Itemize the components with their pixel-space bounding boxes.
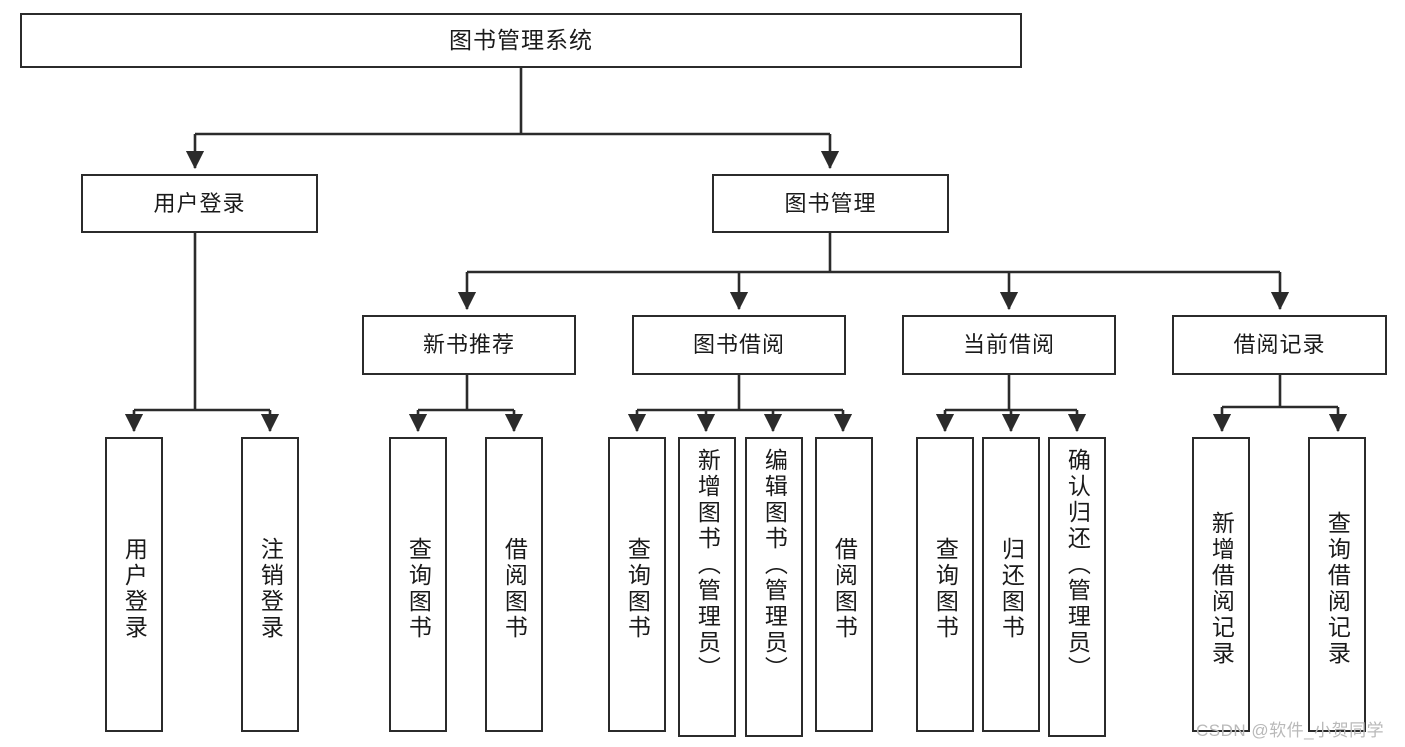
node-label: 新增借阅记录 <box>1208 511 1235 667</box>
node-label: 用户登录 <box>121 537 148 641</box>
watermark-text: CSDN @软件_小贺同学 <box>1196 721 1385 740</box>
node-label: 查询借阅记录 <box>1324 511 1351 667</box>
node-label: 查询图书 <box>405 537 432 641</box>
leaf-book-borrow-query-books[interactable]: 查询图书 <box>608 437 666 732</box>
leaf-new-book-query-books[interactable]: 查询图书 <box>389 437 447 732</box>
node-label: 查询图书 <box>932 537 959 641</box>
node-label: 归还图书 <box>998 537 1025 641</box>
node-label: 查询图书 <box>624 537 651 641</box>
node-borrow-record[interactable]: 借阅记录 <box>1172 315 1387 375</box>
node-label: 新书推荐 <box>422 332 515 357</box>
leaf-book-borrow-borrow-books[interactable]: 借阅图书 <box>815 437 873 732</box>
leaf-book-borrow-add-book-admin[interactable]: 新增图书（管理员） <box>678 437 736 737</box>
node-label: 图书管理系统 <box>449 27 593 53</box>
node-label: 借阅图书 <box>501 537 528 641</box>
node-label: 用户登录 <box>153 190 246 216</box>
node-label: 借阅图书 <box>831 537 858 641</box>
leaf-new-book-borrow-books[interactable]: 借阅图书 <box>485 437 543 732</box>
node-label: 确认归还（管理员） <box>1064 448 1091 682</box>
node-label: 新增图书（管理员） <box>694 448 721 682</box>
node-book-management[interactable]: 图书管理 <box>712 174 949 233</box>
leaf-book-borrow-edit-book-admin[interactable]: 编辑图书（管理员） <box>745 437 803 737</box>
csdn-watermark: CSDN @软件_小贺同学 <box>1196 716 1384 741</box>
node-label: 当前借阅 <box>962 332 1055 357</box>
node-label: 图书管理 <box>784 190 877 216</box>
node-root-book-management-system[interactable]: 图书管理系统 <box>20 13 1022 68</box>
leaf-current-borrow-return-books[interactable]: 归还图书 <box>982 437 1040 732</box>
node-label: 借阅记录 <box>1233 332 1326 357</box>
leaf-current-borrow-confirm-return-admin[interactable]: 确认归还（管理员） <box>1048 437 1106 737</box>
node-label: 编辑图书（管理员） <box>761 448 788 682</box>
leaf-current-borrow-query-books[interactable]: 查询图书 <box>916 437 974 732</box>
node-user-login[interactable]: 用户登录 <box>81 174 318 233</box>
leaf-borrow-record-add-record[interactable]: 新增借阅记录 <box>1192 437 1250 732</box>
leaf-user-login-login[interactable]: 用户登录 <box>105 437 163 732</box>
node-label: 图书借阅 <box>692 332 785 357</box>
node-book-borrow[interactable]: 图书借阅 <box>632 315 846 375</box>
node-current-borrow[interactable]: 当前借阅 <box>902 315 1116 375</box>
leaf-borrow-record-query-record[interactable]: 查询借阅记录 <box>1308 437 1366 732</box>
node-label: 注销登录 <box>257 537 284 641</box>
leaf-user-login-logout[interactable]: 注销登录 <box>241 437 299 732</box>
node-new-book-recommend[interactable]: 新书推荐 <box>362 315 576 375</box>
